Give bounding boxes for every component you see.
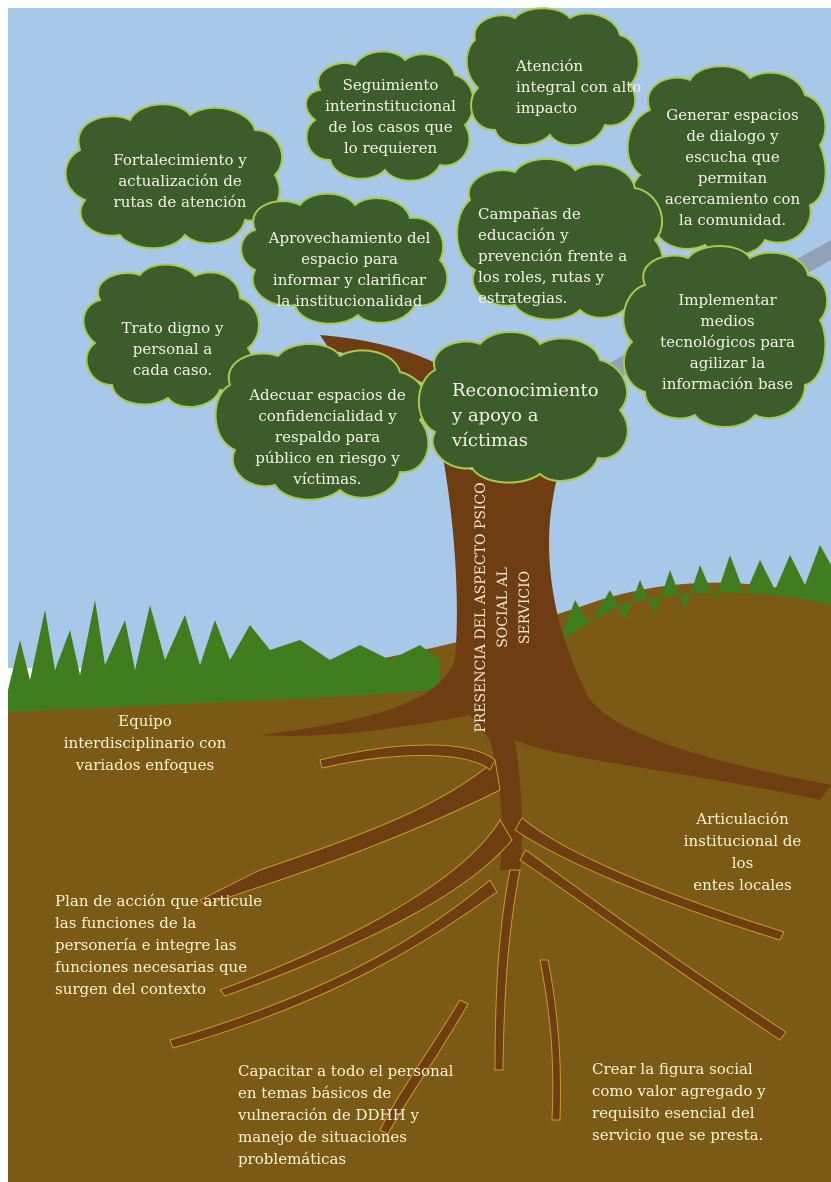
leaf-cloud-9	[214, 343, 430, 501]
leaf-label-seguimiento: Seguimiento interinstitucional de los ca…	[325, 76, 456, 157]
trunk-label: PRESENCIA DEL ASPECTO PSICO SOCIAL AL SE…	[473, 482, 533, 733]
root-label-articulacion: Articulación institucional de los entes …	[683, 810, 802, 894]
leaf-label-generar: Generar espacios de dialogo y escucha qu…	[664, 106, 801, 229]
roots	[169, 744, 787, 1135]
root-label-plan: Plan de acción que articule las funcione…	[55, 892, 263, 998]
root-label-equipo: Equipo interdisciplinario con variados e…	[63, 712, 227, 774]
leaf-label-aprovechamiento: Aprovechamiento del espacio para informa…	[268, 229, 431, 310]
leaf-cloud-5	[240, 192, 449, 325]
leaf-label-trato: Trato digno y personal a cada caso.	[121, 319, 224, 379]
leaf-label-atencion: Atención integral con alto impacto	[516, 57, 642, 117]
leaf-label-fortalecimiento: Fortalecimiento y actualización de rutas…	[113, 151, 247, 211]
leaf-cloud-10	[417, 331, 629, 484]
leaf-label-campanas: Campañas de educación y prevención frent…	[478, 205, 628, 307]
trunk	[260, 370, 831, 870]
root-label-capacitar: Capacitar a todo el personal en temas bá…	[238, 1062, 454, 1168]
leaf-cloud-8	[622, 245, 829, 428]
leaf-label-adecuar: Adecuar espacios de confidencialidad y r…	[249, 386, 406, 488]
grass-left	[8, 600, 440, 712]
grass-right	[560, 545, 831, 640]
root-label-crear: Crear la figura social como valor agrega…	[592, 1060, 766, 1144]
leaf-clouds	[64, 7, 829, 501]
leaf-label-implementar: Implementar medios tecnológicos para agi…	[660, 291, 795, 393]
leaf-cloud-3	[465, 7, 640, 147]
leaf-cloud-2	[305, 50, 475, 182]
leaf-label-reconocimiento: Reconocimiento y apoyo a víctimas	[452, 380, 599, 451]
